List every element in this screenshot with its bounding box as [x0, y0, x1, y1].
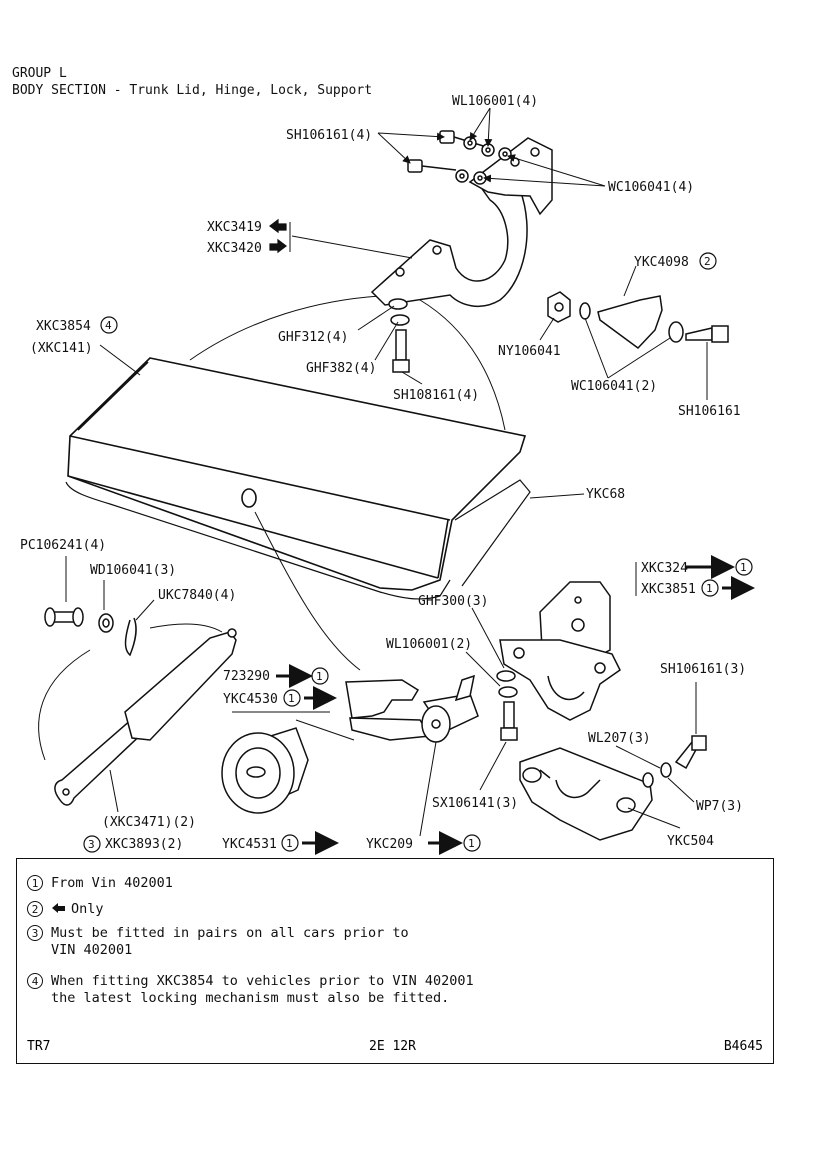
- label-ykc68: YKC68: [586, 487, 625, 502]
- note-number: 3: [27, 925, 43, 941]
- svg-text:3: 3: [88, 838, 95, 851]
- marker-circle-1: [735, 558, 753, 576]
- label-wd106041: WD106041(3): [90, 563, 176, 578]
- note-number: 2: [27, 901, 43, 917]
- note-text: Must be fitted in pairs on all cars prio…: [51, 925, 409, 958]
- svg-text:1: 1: [706, 582, 713, 595]
- note-2: 2 Only: [27, 901, 104, 920]
- svg-text:1: 1: [286, 837, 293, 850]
- label-ykc4530: YKC4530: [223, 692, 278, 707]
- left-hand-arrow-icon: [269, 218, 287, 234]
- label-wc106041-2: WC106041(2): [571, 379, 657, 394]
- note-number: 1: [27, 875, 43, 891]
- label-sh106161-4: SH106161(4): [286, 128, 372, 143]
- note-text: Only: [71, 901, 104, 917]
- label-ykc4098: YKC4098: [634, 255, 689, 270]
- marker-circle-1: [701, 579, 719, 597]
- svg-text:1: 1: [288, 692, 295, 705]
- label-ghf300: GHF300(3): [418, 594, 488, 609]
- marker-circle-4: [100, 316, 118, 334]
- label-xkc324: XKC324: [641, 561, 688, 576]
- label-xkc141: (XKC141): [30, 341, 93, 356]
- label-723290: 723290: [223, 669, 270, 684]
- label-pc106241: PC106241(4): [20, 538, 106, 553]
- label-wl106001-2: WL106001(2): [386, 637, 472, 652]
- svg-text:1: 1: [316, 670, 323, 683]
- latch-assembly-drawing: [496, 581, 621, 741]
- label-ghf382: GHF382(4): [306, 361, 376, 376]
- stay-bracket-drawing: [547, 291, 729, 349]
- label-wl106001-4: WL106001(4): [452, 94, 538, 109]
- lock-hole: [241, 488, 257, 508]
- marker-circle-1: [463, 834, 481, 852]
- gas-strut-drawing: [38, 607, 237, 806]
- footer-center: 2E 12R: [369, 1039, 416, 1054]
- right-hand-arrow-icon: [269, 238, 287, 254]
- group-title: GROUP L: [12, 66, 67, 81]
- label-sx106141: SX106141(3): [432, 796, 518, 811]
- label-xkc3854: XKC3854: [36, 319, 91, 334]
- label-sh108161: SH108161(4): [393, 388, 479, 403]
- note-1: 1 From Vin 402001: [27, 875, 173, 892]
- label-xkc3851: XKC3851: [641, 582, 696, 597]
- label-ykc209: YKC209: [366, 837, 413, 852]
- label-ykc504: YKC504: [667, 834, 714, 849]
- svg-text:1: 1: [468, 837, 475, 850]
- left-hand-arrow-icon: [51, 901, 67, 920]
- footer-left: TR7: [27, 1039, 51, 1054]
- note-text: From Vin 402001: [51, 875, 173, 891]
- label-wp7: WP7(3): [696, 799, 743, 814]
- label-ukc7840: UKC7840(4): [158, 588, 236, 603]
- note-3: 3 Must be fitted in pairs on all cars pri…: [27, 925, 409, 959]
- note-number: 4: [27, 973, 43, 989]
- note-markers: [83, 218, 755, 855]
- svg-text:4: 4: [105, 319, 112, 332]
- svg-text:1: 1: [740, 561, 747, 574]
- label-ykc4531: YKC4531: [222, 837, 277, 852]
- note-4: 4 When fitting XKC3854 to vehicles prior …: [27, 973, 474, 1007]
- trunk-lid-drawing: [65, 295, 531, 671]
- section-title: BODY SECTION - Trunk Lid, Hinge, Lock, S…: [12, 83, 373, 98]
- notes-box: 1 From Vin 402001 2 Only 3 Must be fitted i…: [16, 858, 774, 1064]
- leader-lines: [65, 107, 708, 837]
- marker-circle-3: [83, 835, 101, 853]
- label-wl207: WL207(3): [588, 731, 651, 746]
- footer-right: B4645: [723, 1039, 763, 1054]
- label-xkc3471: (XKC3471)(2): [102, 815, 196, 830]
- label-xkc3893: XKC3893(2): [105, 837, 183, 852]
- lock-assembly-drawing: [221, 674, 479, 814]
- part-labels: WL106001(4) SH106161(4) WC106041(4) XKC3…: [20, 94, 746, 852]
- label-wc106041-4: WC106041(4): [608, 180, 694, 195]
- label-ghf312: GHF312(4): [278, 330, 348, 345]
- svg-text:2: 2: [704, 255, 711, 268]
- note-marker-numbers: 2 4 1 1 1 1 3 1 1: [88, 255, 747, 851]
- marker-circle-2: [699, 252, 717, 270]
- label-xkc3419: XKC3419: [207, 220, 262, 235]
- hinge-drawing: [370, 130, 553, 373]
- marker-circle-1: [311, 667, 329, 685]
- label-ny106041: NY106041: [498, 344, 561, 359]
- marker-circle-1: [281, 834, 299, 852]
- note-text: When fitting XKC3854 to vehicles prior t…: [51, 973, 474, 1006]
- label-sh106161-3: SH106161(3): [660, 662, 746, 677]
- label-sh106161: SH106161: [678, 404, 741, 419]
- label-xkc3420: XKC3420: [207, 241, 262, 256]
- marker-circle-1: [283, 689, 301, 707]
- striker-drawing: [519, 735, 707, 841]
- exploded-diagram: WL106001(4) SH106161(4) WC106041(4) XKC3…: [20, 94, 755, 855]
